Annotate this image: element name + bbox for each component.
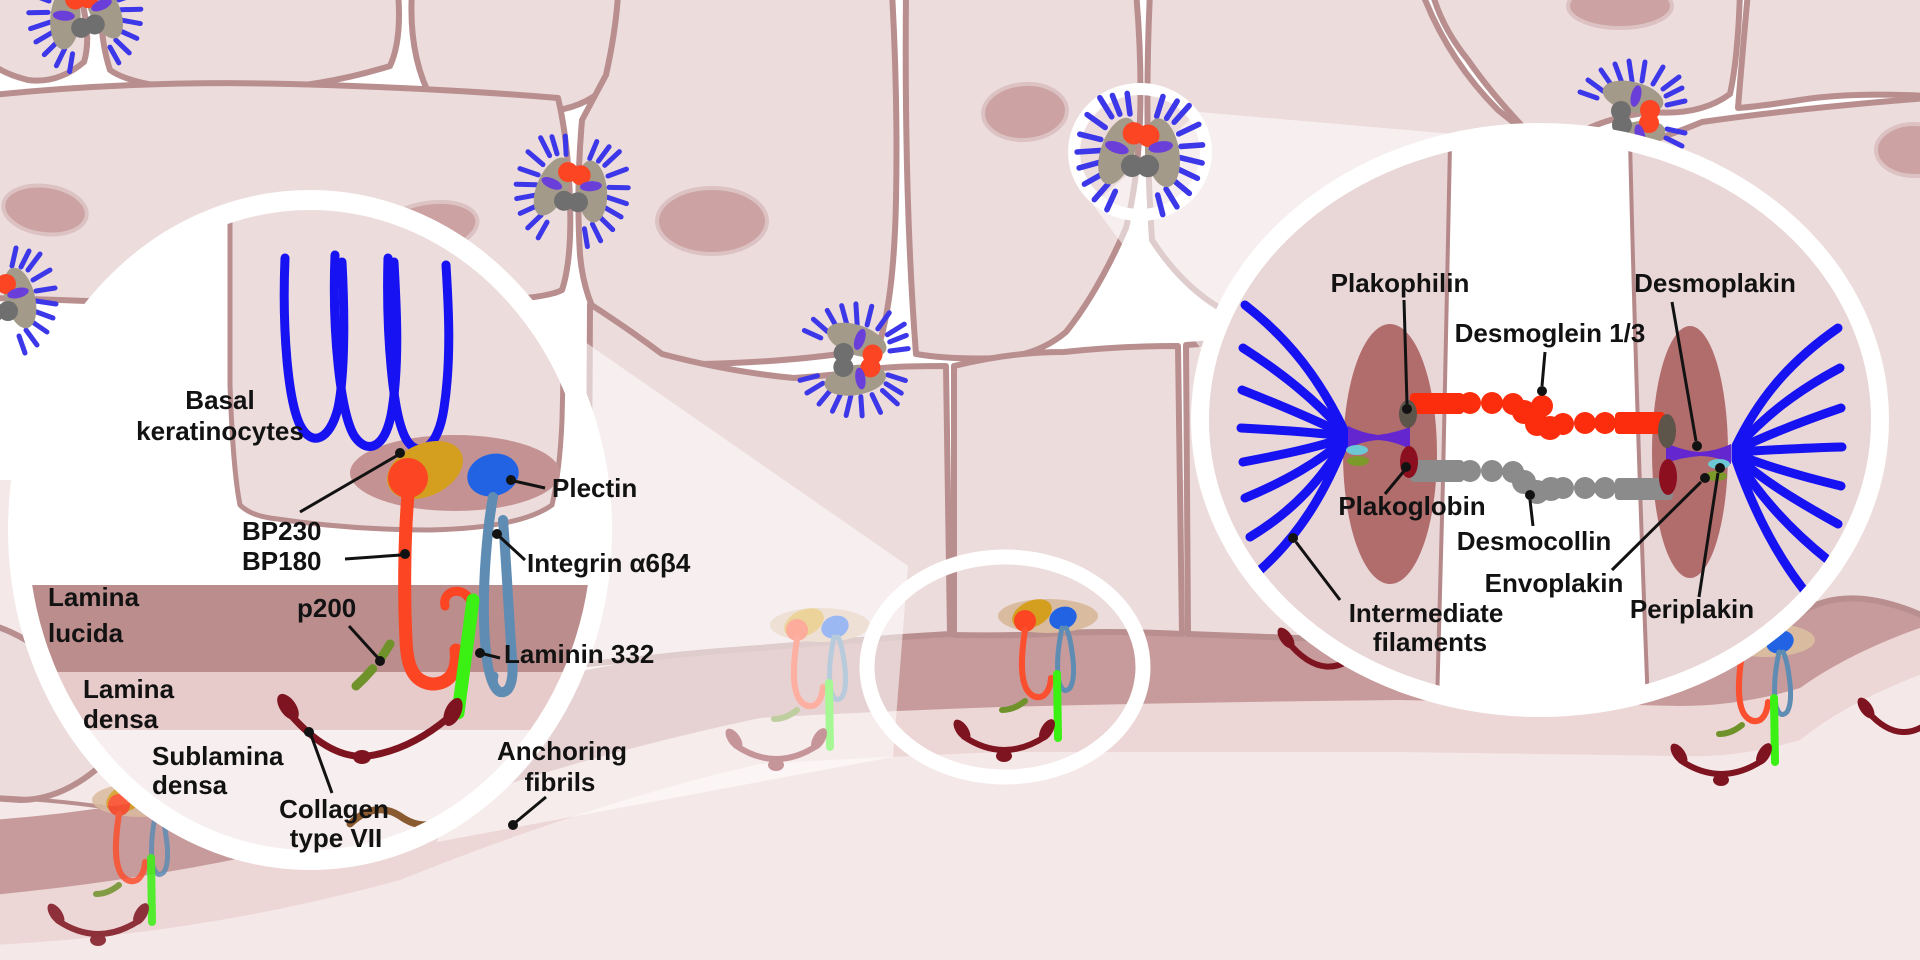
label-collagen-vii-2: type VII	[290, 823, 382, 853]
desmoglein-chain	[1410, 392, 1665, 440]
plakoglobin-right	[1659, 459, 1677, 495]
plaque-left	[1343, 324, 1437, 584]
right-inset-desmosome: Plakophilin Desmoplakin Desmoglein 1/3 P…	[1191, 123, 1889, 717]
desmocollin-chain	[1410, 460, 1673, 504]
label-basal-keratinocytes-1: Basal	[185, 385, 254, 415]
intermediate-filaments-right	[1731, 323, 1847, 605]
envoplakin-left	[1346, 445, 1368, 455]
label-collagen-vii-1: Collagen	[279, 794, 389, 824]
plectin-blob	[467, 453, 519, 497]
label-desmoplakin: Desmoplakin	[1634, 268, 1796, 298]
bp-red-head	[388, 458, 428, 498]
desmosome-highlight-ring	[1068, 83, 1212, 221]
desmoplakin-right	[1666, 443, 1731, 464]
label-periplakin: Periplakin	[1630, 594, 1754, 624]
label-lamina-lucida-1: Lamina	[48, 582, 140, 612]
label-laminin-332: Laminin 332	[504, 639, 654, 669]
label-anchoring-fibrils-1: Anchoring	[497, 736, 627, 766]
label-lamina-densa-2: densa	[83, 704, 159, 734]
label-plakoglobin: Plakoglobin	[1338, 491, 1485, 521]
label-sublamina-densa-2: densa	[152, 770, 228, 800]
periplakin-right	[1705, 471, 1727, 481]
nucleus	[1, 183, 89, 237]
laminin-332-bar	[451, 593, 480, 720]
desmoplakin-left	[1348, 426, 1410, 449]
left-inset-ring	[8, 190, 612, 870]
nucleus	[981, 81, 1069, 143]
label-anchoring-fibrils-2: fibrils	[525, 767, 596, 797]
label-plakophilin: Plakophilin	[1331, 268, 1470, 298]
p200-arc	[351, 639, 395, 691]
intermediate-filaments-left	[1236, 300, 1349, 577]
periplakin-left	[1347, 456, 1369, 466]
label-desmocollin: Desmocollin	[1457, 526, 1612, 556]
label-bp230: BP230	[242, 516, 322, 546]
label-intermediate-filaments-1: Intermediate	[1349, 598, 1504, 628]
label-p200: p200	[297, 593, 356, 623]
hemidesmosome-highlight-ring	[859, 549, 1151, 785]
label-integrin: Integrin α6β4	[527, 548, 691, 578]
left-inset-hemidesmosome: Basal keratinocytes Plectin BP230 BP180 …	[8, 190, 691, 870]
nucleus	[655, 186, 769, 256]
label-sublamina-densa-1: Sublamina	[152, 741, 284, 771]
nucleus	[1566, 0, 1674, 30]
label-basal-keratinocytes-2: keratinocytes	[136, 416, 304, 446]
right-inset-ring	[1191, 123, 1889, 717]
label-intermediate-filaments-2: filaments	[1373, 627, 1487, 657]
label-lamina-lucida-2: lucida	[48, 618, 124, 648]
plakophilin-right	[1658, 414, 1676, 448]
label-plectin: Plectin	[552, 473, 637, 503]
nucleus	[1874, 122, 1920, 178]
label-lamina-densa-1: Lamina	[83, 674, 175, 704]
label-desmoglein: Desmoglein 1/3	[1455, 318, 1646, 348]
label-envoplakin: Envoplakin	[1485, 568, 1624, 598]
label-bp180: BP180	[242, 546, 322, 576]
lamina-densa-band	[18, 672, 602, 730]
